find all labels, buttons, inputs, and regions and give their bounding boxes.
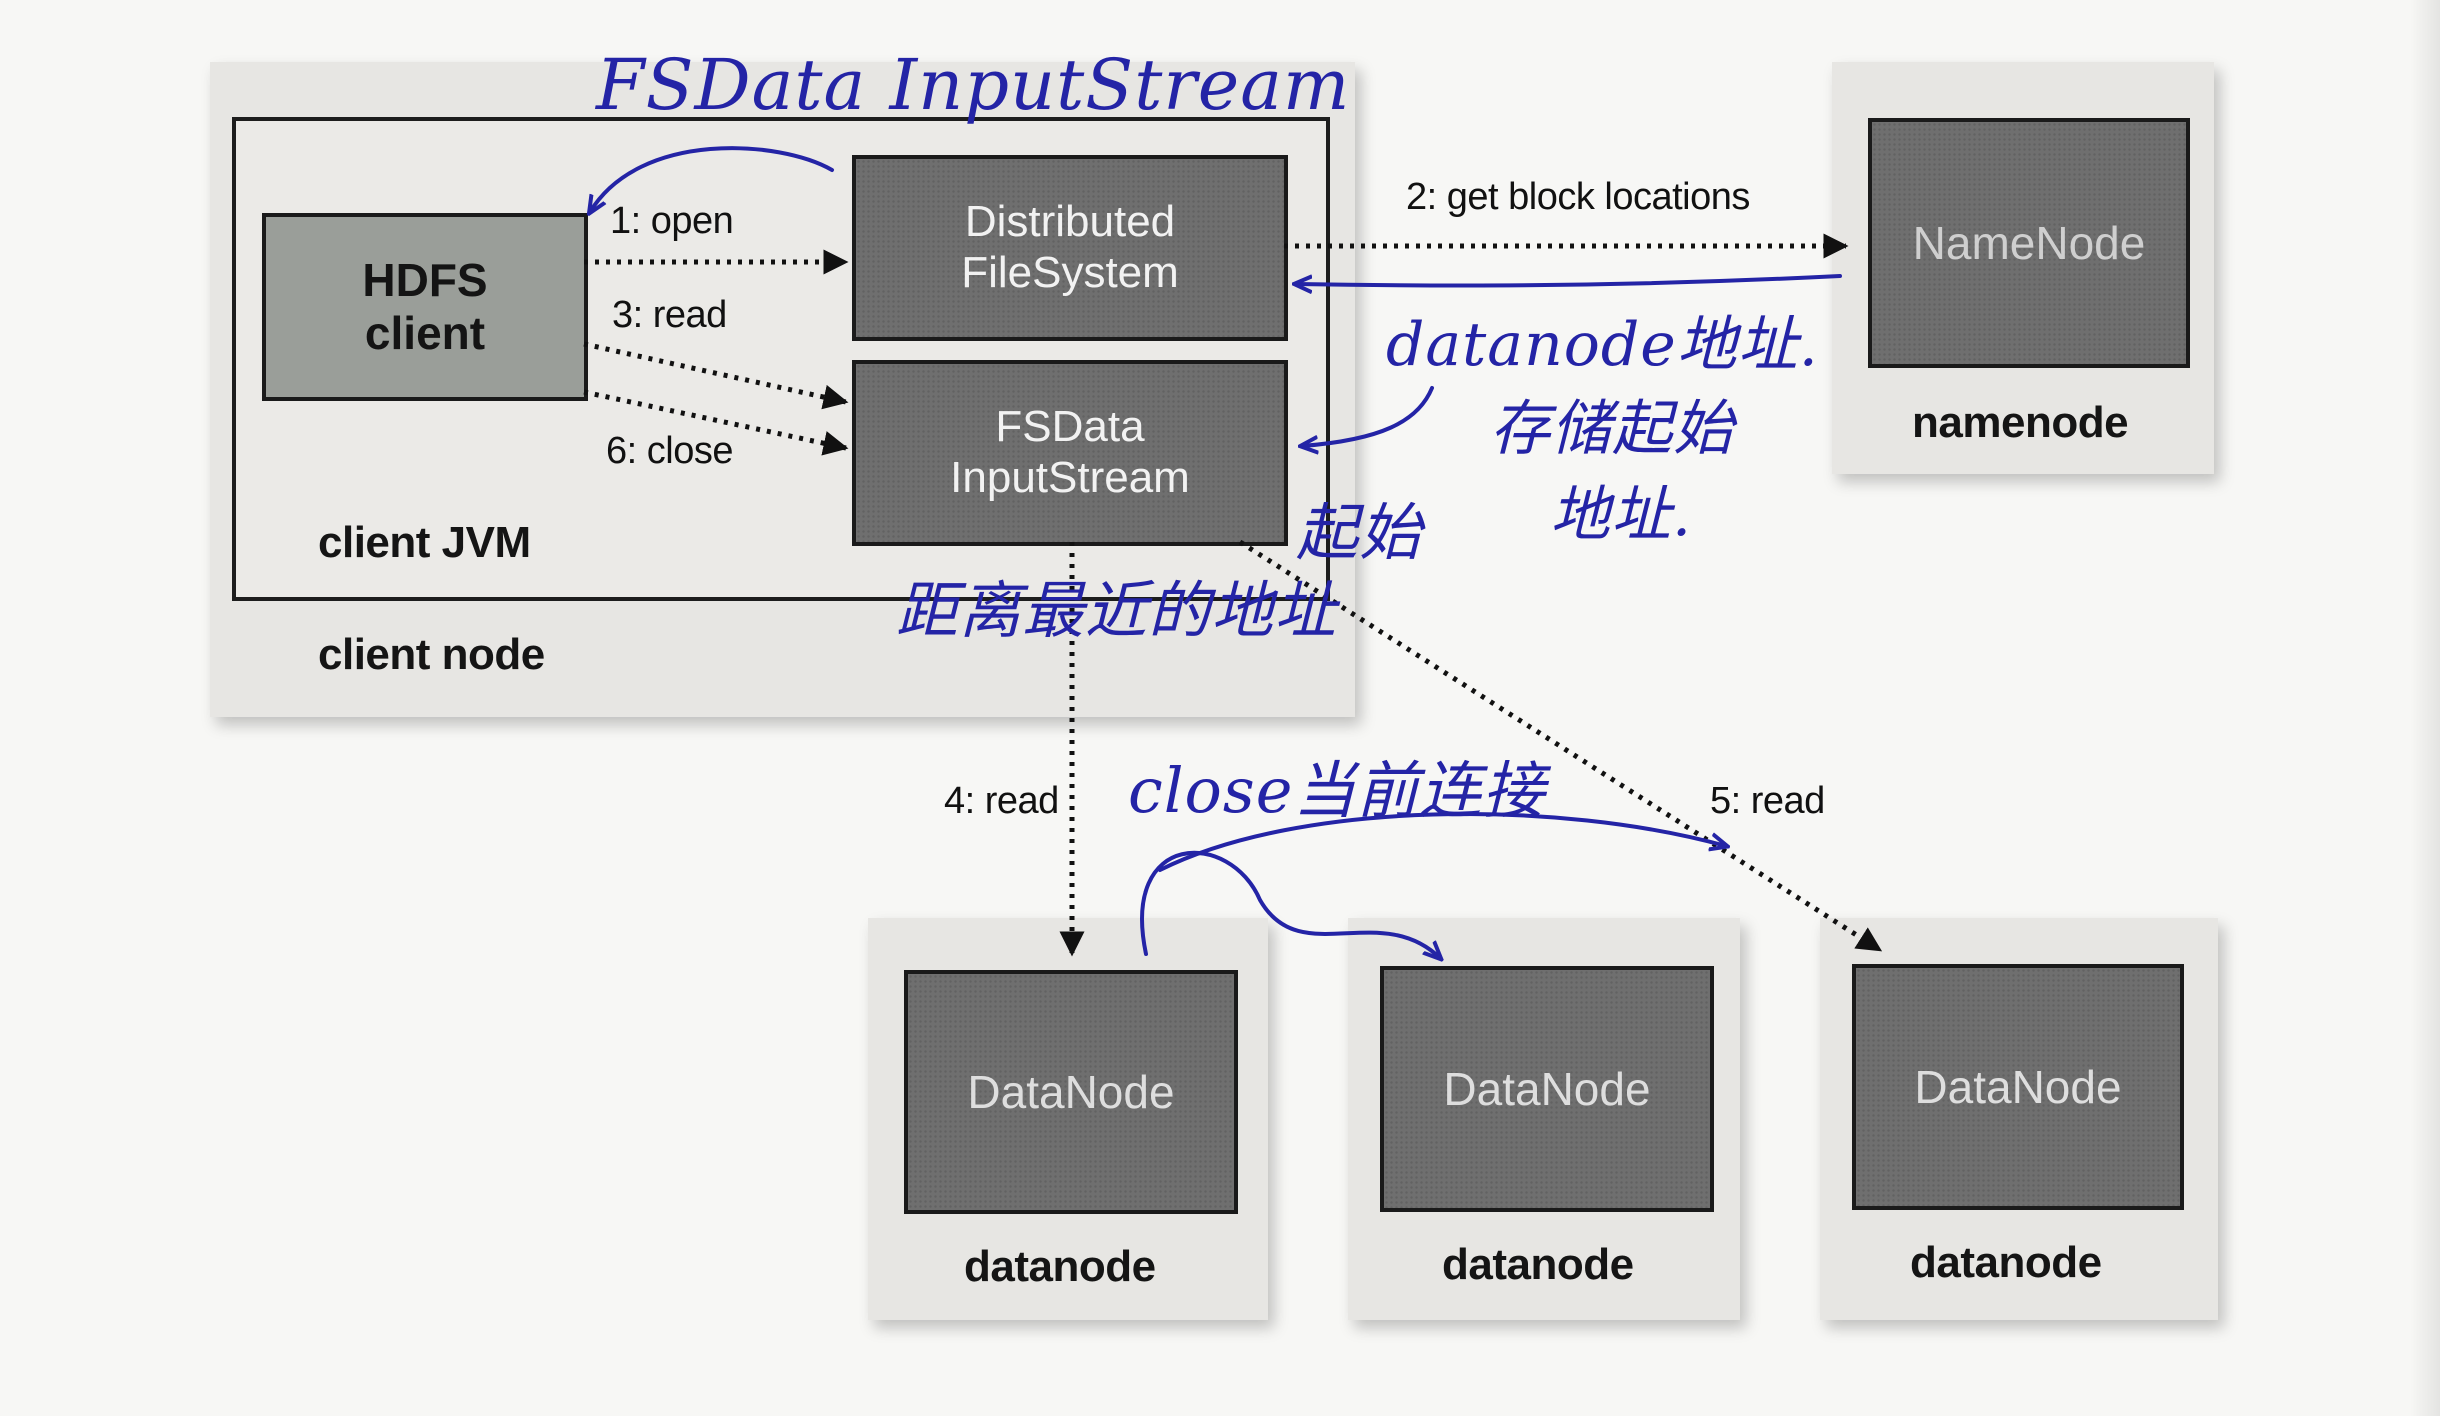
step-get-block-label: 2: get block locations xyxy=(1406,176,1750,218)
datanode-label-3: datanode xyxy=(1910,1238,2102,1287)
step-open-label: 1: open xyxy=(610,200,734,242)
hdfs-client-line2: client xyxy=(364,307,486,359)
ink-stroke-close-conn-2 xyxy=(1158,812,1726,872)
handwriting-title: FSData InputStream xyxy=(596,44,1351,126)
ink-stroke-title xyxy=(590,146,834,212)
datanode-box-3: DataNode xyxy=(1852,964,2184,1210)
distributed-fs-line1: Distributed xyxy=(964,197,1176,247)
hdfs-client-line1: HDFS xyxy=(362,254,488,307)
client-node-label: client node xyxy=(318,630,545,679)
datanode-box-3-text: DataNode xyxy=(1914,1060,2122,1113)
fsdata-line2: InputStream xyxy=(950,453,1190,502)
arrow-read3 xyxy=(583,341,849,410)
handwriting-close-conn: close当前连接 xyxy=(1128,754,1546,827)
namenode-label: namenode xyxy=(1912,398,2129,447)
arrow-close xyxy=(583,389,849,456)
step-read3-label: 3: read xyxy=(612,294,727,336)
handwriting-start: 起始 xyxy=(1296,496,1423,569)
handwriting-addr: 地址. xyxy=(1550,480,1693,550)
client-jvm-label: client JVM xyxy=(318,518,531,567)
namenode-box: NameNode xyxy=(1868,118,2190,368)
datanode-box-2: DataNode xyxy=(1380,966,1714,1212)
namenode-box-text: NameNode xyxy=(1912,216,2146,269)
datanode-box-2-text: DataNode xyxy=(1443,1062,1651,1115)
page-edge-shadow xyxy=(2410,0,2440,1416)
handwriting-nearest: 距离最近的地址 xyxy=(896,574,1338,647)
fsdata-line1: FSData xyxy=(995,402,1145,452)
step-read5-label: 5: read xyxy=(1710,780,1825,822)
hdfs-client-box: HDFS client xyxy=(262,213,588,401)
datanode-box-1-text: DataNode xyxy=(967,1065,1175,1118)
datanode-label-2: datanode xyxy=(1442,1240,1634,1289)
ink-stroke-return xyxy=(1296,274,1842,286)
ink-stroke-start xyxy=(1302,386,1434,446)
handwriting-datanode-addr: datanode地址. xyxy=(1386,310,1819,380)
datanode-box-1: DataNode xyxy=(904,970,1238,1214)
distributed-fs-line2: FileSystem xyxy=(961,248,1179,297)
datanode-label-1: datanode xyxy=(964,1242,1156,1291)
step-read4-label: 4: read xyxy=(944,780,1059,822)
distributed-filesystem-box: Distributed FileSystem xyxy=(852,155,1288,341)
step-close-label: 6: close xyxy=(606,430,733,472)
ink-stroke-close-conn xyxy=(1140,850,1440,958)
handwriting-store-start: 存储起始 xyxy=(1490,394,1734,464)
